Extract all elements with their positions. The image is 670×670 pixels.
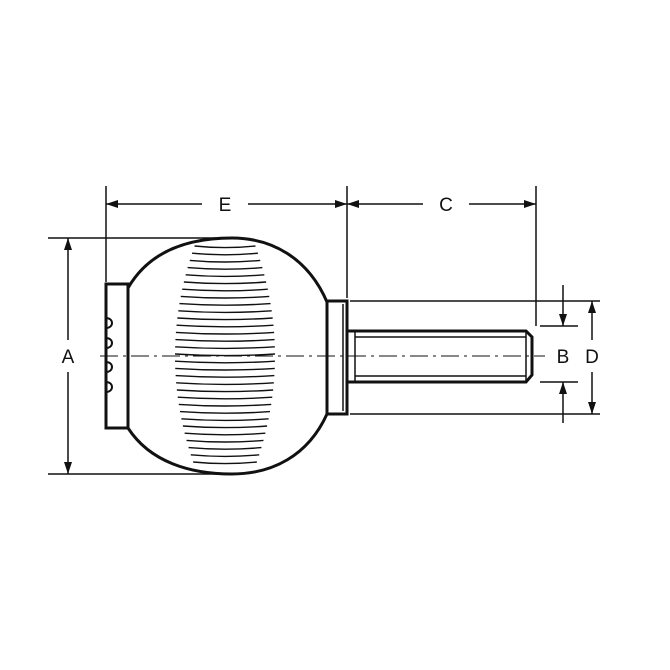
knurl-groove: [188, 446, 262, 450]
dimension-d: D: [350, 300, 600, 415]
dimension-label-c: C: [439, 195, 453, 216]
knurl-groove: [176, 324, 274, 328]
knurl-groove: [182, 288, 268, 292]
dimension-e: E: [105, 186, 348, 298]
knurl-groove: [177, 396, 273, 400]
dimension-c: C: [347, 186, 537, 326]
knurl-groove: [194, 245, 256, 249]
dimension-a: A: [48, 237, 230, 475]
knurl-groove: [176, 389, 274, 393]
knurl-groove: [175, 374, 275, 378]
knurl-groove: [182, 425, 268, 429]
knurl-groove: [174, 360, 276, 364]
knurl-groove: [185, 274, 265, 278]
knurl-groove: [184, 432, 266, 436]
knurl-groove: [187, 266, 263, 270]
knurl-groove: [190, 454, 260, 458]
knurl-groove: [186, 439, 264, 443]
knurl-groove: [175, 367, 275, 371]
knurl-groove: [175, 346, 275, 350]
knurl-groove: [179, 410, 271, 414]
knob-face-hub: [104, 282, 130, 430]
threaded-stud: [347, 329, 534, 384]
knurl-groove: [189, 259, 261, 263]
knurl-groove: [178, 310, 272, 314]
knurl-groove: [183, 281, 267, 285]
knurl-groove: [192, 252, 258, 256]
knurl-groove: [174, 353, 276, 357]
knurl-groove: [180, 295, 270, 299]
knurl-groove: [181, 418, 269, 422]
knurl-groove: [176, 382, 274, 386]
knurl-groove: [179, 302, 271, 306]
dimension-label-b: B: [557, 347, 570, 368]
knurl-groove: [178, 403, 272, 407]
knurl-groove: [193, 461, 257, 465]
knurl-groove: [175, 338, 275, 342]
dimension-b: B: [540, 285, 578, 423]
dimension-label-e: E: [219, 195, 232, 216]
collar: [325, 299, 349, 416]
dimension-label-d: D: [585, 347, 599, 368]
knurl-groove: [175, 331, 275, 335]
knurl-groove: [177, 317, 273, 321]
knurl-grooves: [174, 245, 276, 465]
dimension-label-a: A: [62, 347, 75, 368]
